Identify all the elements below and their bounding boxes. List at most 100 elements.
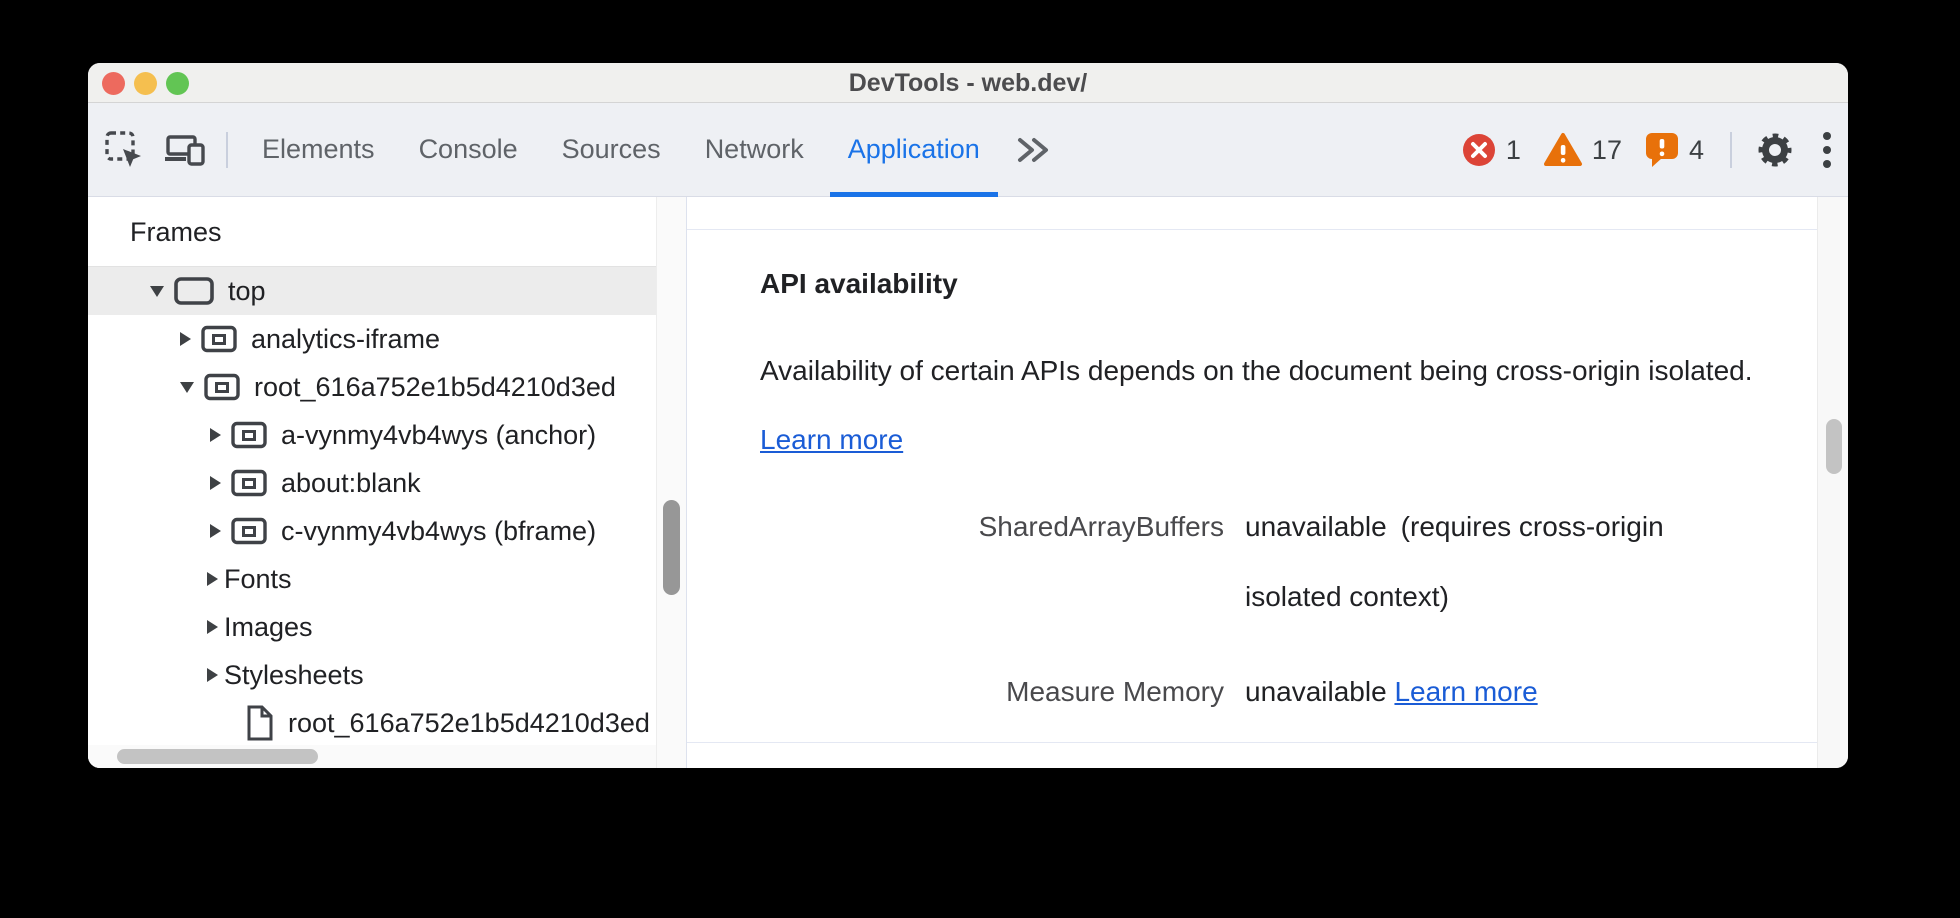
row-label: SharedArrayBuffers xyxy=(978,511,1224,542)
more-tabs-button[interactable] xyxy=(1002,103,1064,197)
tab-label: Application xyxy=(847,134,980,164)
tree-item-fonts[interactable]: Fonts xyxy=(88,555,656,603)
chevron-collapsed-icon[interactable] xyxy=(180,332,191,346)
row-label: Measure Memory xyxy=(1006,676,1224,707)
iframe-icon xyxy=(203,372,241,402)
frames-section-header: Frames xyxy=(88,197,656,267)
tree-item-label: a-vynmy4vb4wys (anchor) xyxy=(281,419,597,450)
tree-item-anchor-frame[interactable]: a-vynmy4vb4wys (anchor) xyxy=(88,411,656,459)
chevron-collapsed-icon[interactable] xyxy=(210,524,221,538)
warning-count-badge[interactable]: 17 xyxy=(1543,132,1622,168)
row-value: unavailable Learn more xyxy=(1245,657,1725,727)
tree-item-bframe[interactable]: c-vynmy4vb4wys (bframe) xyxy=(88,507,656,555)
close-button[interactable] xyxy=(102,72,125,95)
tree-item-about-blank[interactable]: about:blank xyxy=(88,459,656,507)
toolbar-divider xyxy=(1730,132,1732,168)
chevron-expanded-icon[interactable] xyxy=(180,381,194,393)
chevron-collapsed-icon[interactable] xyxy=(210,476,221,490)
tree-item-label: Fonts xyxy=(224,563,292,594)
sidebar-horizontal-scrollbar[interactable] xyxy=(88,745,656,768)
iframe-icon xyxy=(230,468,268,498)
error-count-badge[interactable]: 1 xyxy=(1461,132,1521,168)
minimize-button[interactable] xyxy=(134,72,157,95)
application-content-panel: API availability Availability of certain… xyxy=(687,197,1817,768)
sidebar-horizontal-scrollbar-thumb[interactable] xyxy=(117,749,318,764)
issues-icon xyxy=(1645,133,1678,167)
double-chevron-right-icon xyxy=(1017,137,1048,162)
chevron-collapsed-icon[interactable] xyxy=(207,620,218,634)
iframe-icon xyxy=(230,420,268,450)
frames-tree: top analytics-iframe root_616a752e1b5d42… xyxy=(88,267,656,745)
zoom-button[interactable] xyxy=(166,72,189,95)
device-toolbar-icon[interactable] xyxy=(164,132,206,168)
panel-divider xyxy=(686,197,687,768)
tree-item-root-frame[interactable]: root_616a752e1b5d4210d3ed xyxy=(88,363,656,411)
description-text: Availability of certain APIs depends on … xyxy=(760,355,1753,386)
tree-item-label: Images xyxy=(224,611,313,642)
tab-elements[interactable]: Elements xyxy=(240,103,397,197)
availability-status: unavailable xyxy=(1245,511,1387,542)
tree-item-label: Stylesheets xyxy=(224,659,364,690)
table-row: Measure Memory unavailable Learn more xyxy=(760,657,1725,727)
iframe-icon xyxy=(230,516,268,546)
tree-item-label: about:blank xyxy=(281,467,421,498)
application-sidebar: Frames top analytics-iframe xyxy=(88,197,656,768)
availability-detail: (requires cross-origin isolated context) xyxy=(1245,511,1664,612)
learn-more-link[interactable]: Learn more xyxy=(1394,676,1538,707)
tree-item-analytics-iframe[interactable]: analytics-iframe xyxy=(88,315,656,363)
section-heading: API availability xyxy=(760,268,958,299)
learn-more-link[interactable]: Learn more xyxy=(760,424,904,455)
tree-item-label: analytics-iframe xyxy=(251,323,441,354)
title-bar: DevTools - web.dev/ xyxy=(88,63,1848,103)
content-vertical-scrollbar[interactable] xyxy=(1817,197,1848,768)
row-value: unavailable(requires cross-origin isolat… xyxy=(1245,492,1725,632)
sidebar-vertical-scrollbar-thumb[interactable] xyxy=(663,500,680,595)
toolbar-divider xyxy=(226,131,228,168)
tree-item-images[interactable]: Images xyxy=(88,603,656,651)
tab-label: Network xyxy=(704,134,804,164)
issues-count-badge[interactable]: 4 xyxy=(1644,131,1704,169)
tab-console[interactable]: Console xyxy=(397,103,540,197)
tab-sources[interactable]: Sources xyxy=(540,103,683,197)
error-icon xyxy=(1462,134,1495,166)
tree-item-root-document[interactable]: root_616a752e1b5d4210d3ed xyxy=(88,699,656,745)
chevron-expanded-icon[interactable] xyxy=(150,285,164,297)
inspect-icon[interactable] xyxy=(104,130,144,170)
error-count: 1 xyxy=(1505,134,1521,165)
gear-icon[interactable] xyxy=(1754,129,1796,171)
toolbar-right-cluster: 1 17 4 xyxy=(1461,103,1832,197)
content-vertical-scrollbar-thumb[interactable] xyxy=(1826,419,1842,474)
kebab-menu-icon[interactable] xyxy=(1822,129,1832,171)
tab-application[interactable]: Application xyxy=(826,103,1002,197)
previous-section-edge xyxy=(687,197,1817,230)
table-row: SharedArrayBuffers unavailable(requires … xyxy=(760,492,1725,632)
tab-label: Sources xyxy=(561,134,661,164)
warning-count: 17 xyxy=(1591,134,1622,165)
issues-count: 4 xyxy=(1688,134,1704,165)
iframe-icon xyxy=(200,324,238,354)
section-bottom-divider xyxy=(687,742,1817,743)
tree-item-label: root_616a752e1b5d4210d3ed xyxy=(254,371,616,402)
tree-item-top[interactable]: top xyxy=(88,267,656,315)
tab-label: Console xyxy=(418,134,518,164)
chevron-collapsed-icon[interactable] xyxy=(207,668,218,682)
warning-icon xyxy=(1543,133,1582,166)
chevron-collapsed-icon[interactable] xyxy=(210,428,221,442)
chevron-collapsed-icon[interactable] xyxy=(207,572,218,586)
tree-item-label: top xyxy=(228,275,266,306)
active-tab-indicator xyxy=(829,191,998,197)
availability-status: unavailable xyxy=(1245,676,1387,707)
window-title: DevTools - web.dev/ xyxy=(848,69,1088,97)
tree-item-label: c-vynmy4vb4wys (bframe) xyxy=(281,515,597,546)
devtools-window: DevTools - web.dev/ Elements Console Sou… xyxy=(88,63,1848,768)
api-availability-table: SharedArrayBuffers unavailable(requires … xyxy=(760,492,1725,727)
tab-network[interactable]: Network xyxy=(683,103,826,197)
section-description: Availability of certain APIs depends on … xyxy=(760,336,1770,474)
tree-item-label: root_616a752e1b5d4210d3ed xyxy=(288,707,650,738)
sidebar-vertical-scrollbar[interactable] xyxy=(656,197,686,768)
devtools-toolbar: Elements Console Sources Network Applica… xyxy=(88,103,1848,197)
tree-item-stylesheets[interactable]: Stylesheets xyxy=(88,651,656,699)
document-icon xyxy=(245,705,275,741)
panel-tabs: Elements Console Sources Network Applica… xyxy=(240,103,1064,197)
